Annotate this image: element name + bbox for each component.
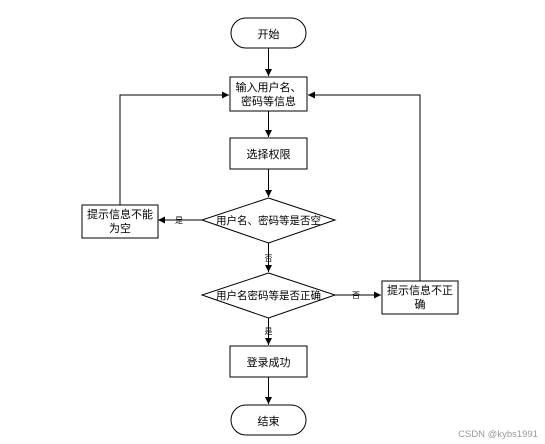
start-label: 开始: [258, 27, 280, 41]
login-success-label: 登录成功: [247, 355, 291, 369]
select-permission-label: 选择权限: [247, 147, 291, 161]
input-credentials-line1: 输入用户名、: [236, 80, 302, 94]
login-success-box: [229, 345, 308, 378]
decision-correct-label: 用户名密码等是否正确: [216, 289, 321, 302]
watermark-text: CSDN @kybs1991: [458, 429, 538, 440]
edge-correct-yes-label: 是: [265, 327, 273, 336]
empty-message-line1: 提示信息不能: [87, 207, 153, 221]
edge-incorrect-message-to-input: [308, 91, 421, 281]
incorrect-message-line2: 确: [415, 298, 426, 311]
incorrect-message-box: [381, 280, 459, 315]
edge-empty-no-label: 否: [265, 254, 273, 263]
input-credentials-box: [229, 76, 308, 112]
edge-empty-yes-label: 是: [175, 216, 183, 225]
edge-correct-no-label: 否: [352, 291, 360, 300]
end-label: 结束: [258, 415, 280, 428]
input-credentials-line2: 密码等信息: [241, 94, 296, 108]
decision-empty-label: 用户名、密码等是否空: [216, 214, 321, 227]
end-terminator: [230, 404, 307, 436]
edge-empty-message-to-input: [119, 91, 229, 205]
incorrect-message-line1: 提示信息不正: [387, 283, 453, 297]
empty-message-line2: 为空: [109, 221, 131, 235]
